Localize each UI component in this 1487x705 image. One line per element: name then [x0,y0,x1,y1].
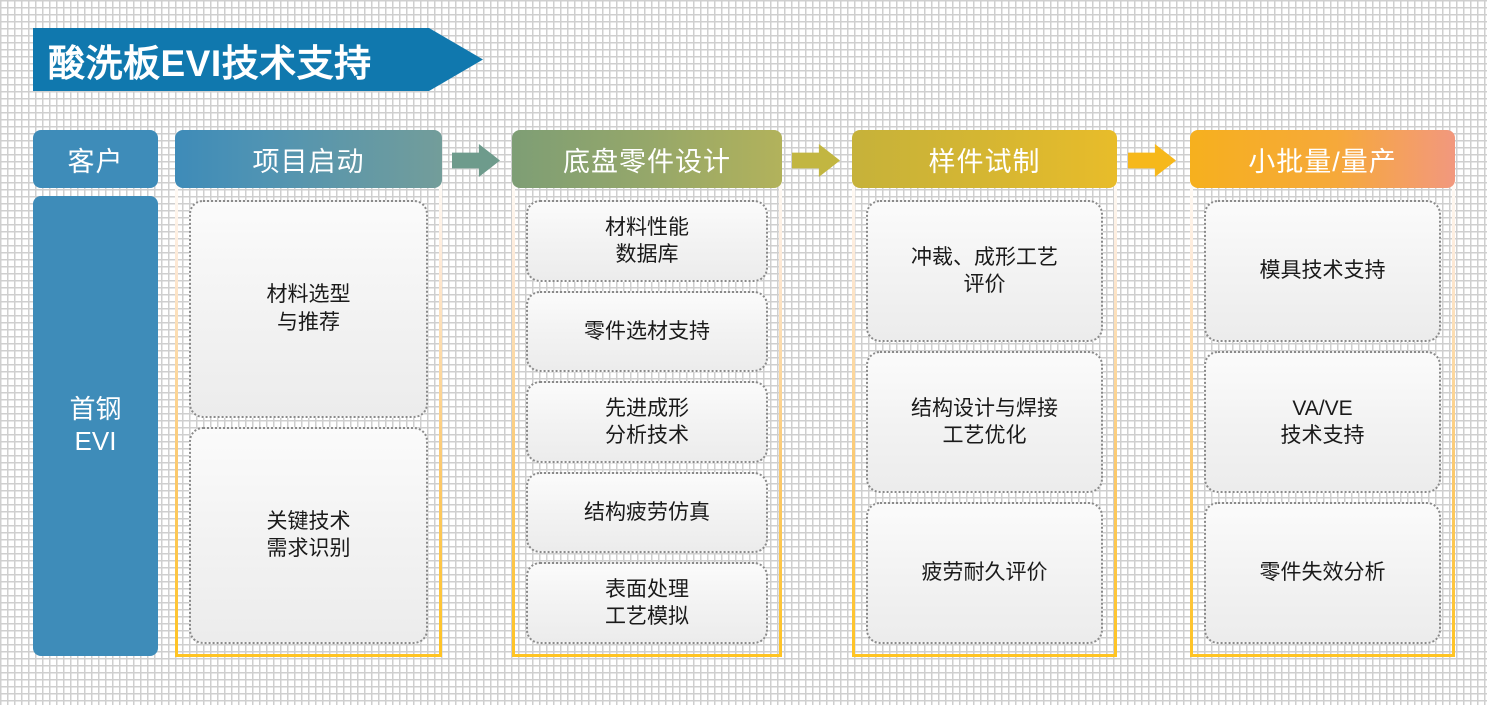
card-line1: 疲劳耐久评价 [921,561,1048,585]
card-line2: 评价 [963,273,1006,296]
column-header-customer[interactable]: 客户 [33,130,158,188]
card-line2: 工艺模拟 [605,605,689,629]
title-banner: 酸洗板EVI技术支持 [33,28,483,91]
column-stage-mass: 小批量/量产 模具技术支持 VA/VE 技术支持 零件失效分析 [1190,130,1455,657]
card-line1: 结构疲劳仿真 [584,500,710,524]
column-stage-proto: 样件试制 冲裁、成形工艺 评价 结构设计与焊接 工艺优化 疲劳耐久评价 [852,130,1117,657]
card-item[interactable]: 表面处理 工艺模拟 [526,562,768,644]
card-line1: 表面处理 [605,577,689,601]
stage-frame-design: 材料性能 数据库 零件选材支持 先进成形 分析技术 结构疲劳仿真 [512,159,782,657]
column-header-launch[interactable]: 项目启动 [175,130,442,188]
card-item[interactable]: 冲裁、成形工艺 评价 [866,200,1103,342]
card-item[interactable]: 疲劳耐久评价 [866,502,1103,644]
card-line2: 数据库 [615,242,679,266]
arrow-design-to-proto-icon [792,144,840,177]
card-line1: 零件失效分析 [1259,561,1386,585]
card-line1: 关键技术 [266,509,351,533]
page-title: 酸洗板EVI技术支持 [48,42,372,84]
card-line1: VA/VE [1292,396,1353,420]
column-header-mass[interactable]: 小批量/量产 [1190,130,1455,188]
customer-name-line2: EVI [74,426,117,456]
stage-frame-proto: 冲裁、成形工艺 评价 结构设计与焊接 工艺优化 疲劳耐久评价 [852,159,1117,657]
arrow-proto-to-mass-icon [1128,144,1176,177]
card-item[interactable]: 材料性能 数据库 [526,200,768,282]
arrow-shape [1128,144,1176,177]
stage-frame-mass: 模具技术支持 VA/VE 技术支持 零件失效分析 [1190,159,1455,657]
customer-identity-box: 首钢 EVI [33,196,158,656]
card-line2: 需求识别 [266,537,351,561]
card-item[interactable]: 结构疲劳仿真 [526,471,768,554]
card-item[interactable]: 零件选材支持 [526,290,768,373]
card-item[interactable]: 结构设计与焊接 工艺优化 [866,351,1103,493]
card-line1: 材料性能 [605,215,689,239]
card-line2: 分析技术 [605,423,689,447]
column-header-design[interactable]: 底盘零件设计 [512,130,782,188]
stage-frame-launch: 材料选型 与推荐 关键技术 需求识别 [175,159,442,657]
card-line2: 与推荐 [277,310,340,334]
card-line1: 冲裁、成形工艺 [911,245,1058,269]
card-line1: 零件选材支持 [584,319,710,343]
arrow-launch-to-design-icon [452,144,500,177]
card-item[interactable]: 零件失效分析 [1204,502,1441,644]
card-item[interactable]: VA/VE 技术支持 [1204,351,1441,493]
card-line1: 材料选型 [266,283,351,307]
card-line2: 工艺优化 [942,424,1027,447]
card-item[interactable]: 模具技术支持 [1204,200,1441,342]
card-line1: 结构设计与焊接 [911,396,1058,420]
column-header-proto[interactable]: 样件试制 [852,130,1117,188]
card-item[interactable]: 先进成形 分析技术 [526,381,768,463]
card-line1: 模具技术支持 [1259,259,1386,283]
column-customer: 客户 首钢 EVI [33,130,158,656]
column-stage-design: 底盘零件设计 材料性能 数据库 零件选材支持 先进成形 分析技术 [512,130,782,657]
card-line1: 先进成形 [605,396,689,420]
arrow-shape [452,144,500,177]
customer-name-line1: 首钢 [69,394,122,425]
arrow-shape [792,144,840,177]
column-stage-launch: 项目启动 材料选型 与推荐 关键技术 需求识别 [175,130,442,657]
card-item[interactable]: 关键技术 需求识别 [189,426,428,644]
card-line2: 技术支持 [1280,424,1365,447]
card-item[interactable]: 材料选型 与推荐 [189,200,428,418]
